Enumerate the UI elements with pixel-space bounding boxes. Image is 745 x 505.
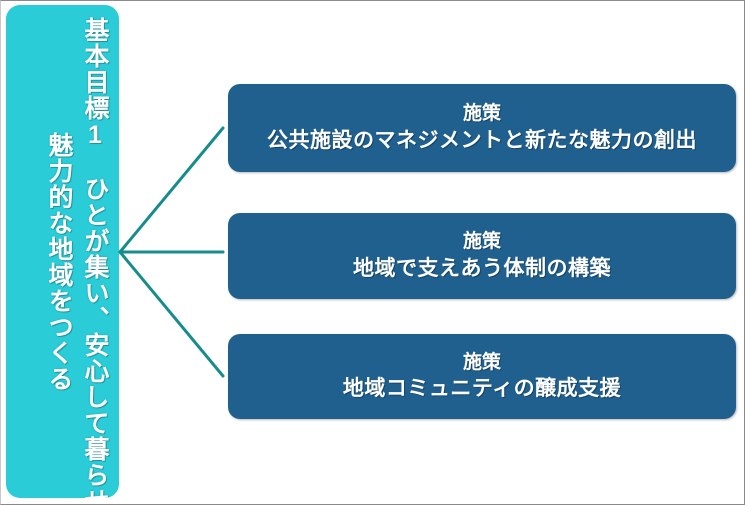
policy-box-2-kicker: 施策: [462, 231, 501, 252]
basic-goal-main-label: 基本目標1 ひとが集い、安心して暮らせる: [81, 17, 109, 498]
policy-box-1-kicker: 施策: [462, 103, 501, 124]
connector-line-3: [118, 250, 225, 378]
policy-box-3-kicker: 施策: [462, 351, 501, 373]
policy-box-3-title: 地域コミュニティの醸成支援: [342, 377, 622, 401]
policy-box-2-title: 地域で支えあう体制の構築: [353, 256, 611, 280]
policy-box-1-title: 公共施設のマネジメントと新たな魅力の創出: [267, 128, 697, 152]
connector-line-1: [118, 126, 225, 254]
basic-goal-panel: 基本目標1 ひとが集い、安心して暮らせる 魅力的な地域をつくる: [6, 5, 119, 498]
policy-box-3[interactable]: 施策 地域コミュニティの醸成支援: [228, 334, 736, 419]
basic-goal-sub-label: 魅力的な地域をつくる: [45, 132, 73, 392]
policy-box-1[interactable]: 施策 公共施設のマネジメントと新たな魅力の創出: [228, 84, 736, 172]
policy-box-2[interactable]: 施策 地域で支えあう体制の構築: [228, 213, 736, 299]
